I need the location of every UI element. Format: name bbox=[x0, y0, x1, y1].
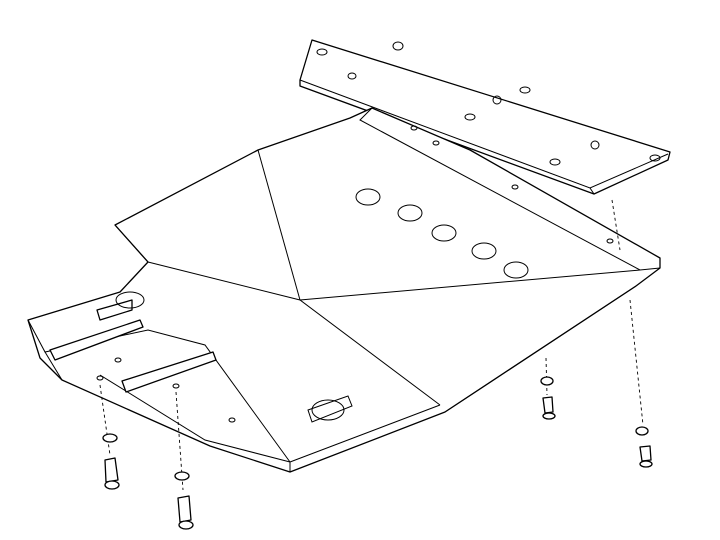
rear-plate bbox=[299, 39, 671, 195]
main-skid-plate bbox=[27, 107, 661, 473]
mounting-brackets bbox=[49, 291, 353, 423]
fasteners bbox=[102, 376, 653, 530]
vent-slots bbox=[355, 188, 529, 279]
